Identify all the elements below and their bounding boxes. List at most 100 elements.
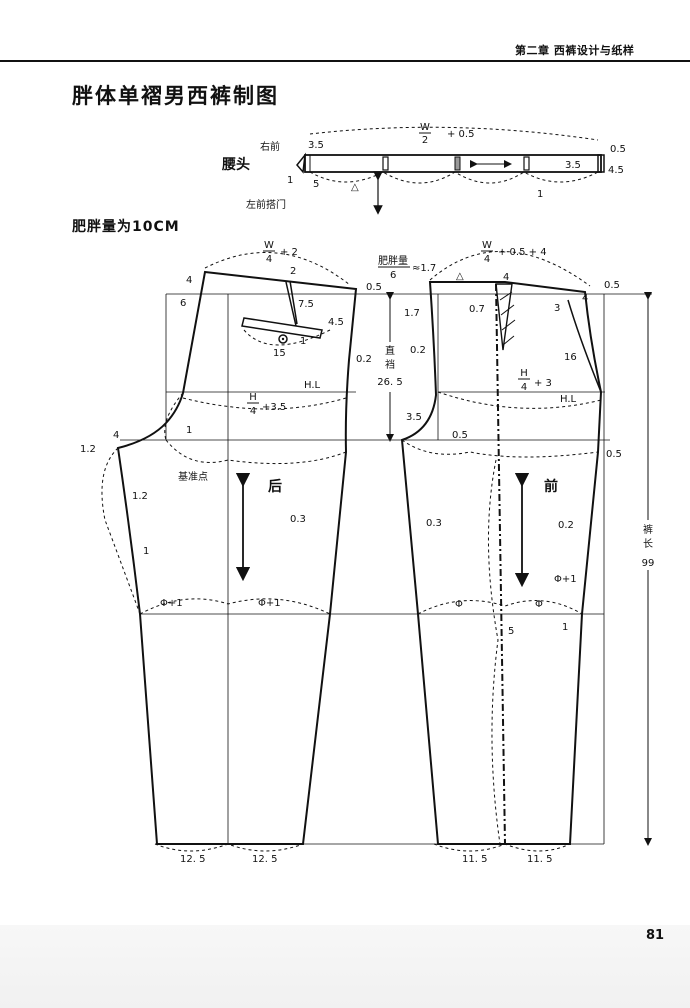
svg-text:6: 6 [180, 298, 186, 309]
svg-text:≈1.7: ≈1.7 [412, 263, 436, 274]
svg-text:直: 直 [385, 344, 395, 357]
waistband: 腰头 W 2 + 0.5 右前 左前搭门 3.5 1 5 △ 3.5 0.5 4… [221, 122, 626, 215]
page-title: 胖体单褶男西裤制图 [72, 84, 279, 108]
svg-text:+ 2: + 2 [280, 247, 298, 258]
front-panel: 前 W 4 + 0.5 + 4 肥胖量 6 ≈1.7 H 4 + 3 H.L Φ… [378, 240, 622, 865]
svg-text:H: H [249, 392, 257, 403]
trouser-length: 裤 长 99 [634, 292, 664, 846]
svg-text:11. 5: 11. 5 [462, 854, 487, 865]
svg-text:0.5: 0.5 [610, 144, 626, 155]
crotch-depth: 直 裆 26. 5 [377, 292, 403, 442]
svg-text:0.3: 0.3 [290, 514, 306, 525]
front-title: 前 [544, 478, 558, 495]
back-pocket [241, 317, 323, 339]
svg-text:长: 长 [643, 538, 653, 550]
svg-text:4: 4 [582, 293, 588, 304]
front-pleat [495, 283, 513, 351]
svg-text:1: 1 [537, 189, 543, 200]
svg-text:0.5: 0.5 [452, 430, 468, 441]
svg-text:1.2: 1.2 [132, 491, 148, 502]
svg-text:0.3: 0.3 [426, 518, 442, 529]
page-number: 81 [646, 928, 665, 943]
svg-text:0.5: 0.5 [366, 282, 382, 293]
svg-text:7.5: 7.5 [298, 299, 314, 310]
header-rule [0, 60, 690, 62]
svg-text:4.5: 4.5 [328, 317, 344, 328]
waistband-label: 腰头 [221, 156, 250, 173]
svg-text:99: 99 [642, 558, 655, 569]
svg-text:W: W [420, 122, 430, 133]
svg-text:W: W [264, 240, 274, 251]
belt-loop [454, 156, 461, 171]
svg-text:11. 5: 11. 5 [527, 854, 552, 865]
svg-text:Φ+1: Φ+1 [160, 598, 183, 609]
svg-text:+ 0.5: + 0.5 [447, 129, 474, 140]
back-panel: 后 W 4 + 2 H 4 +3.5 H.L 基准点 Φ+1 Φ+1 12. 5… [80, 240, 382, 865]
svg-text:1: 1 [562, 622, 568, 633]
svg-text:3.5: 3.5 [308, 140, 324, 151]
svg-text:Φ+1: Φ+1 [554, 574, 577, 585]
svg-text:H: H [520, 368, 528, 379]
svg-text:4: 4 [503, 272, 509, 283]
svg-text:1: 1 [287, 175, 293, 186]
svg-text:3.5: 3.5 [406, 412, 422, 423]
svg-text:15: 15 [273, 348, 286, 359]
svg-text:1.7: 1.7 [404, 308, 420, 319]
svg-text:左前搭门: 左前搭门 [246, 198, 286, 211]
svg-text:+3.5: +3.5 [262, 402, 286, 413]
svg-text:0.2: 0.2 [356, 354, 372, 365]
svg-text:0.2: 0.2 [558, 520, 574, 531]
svg-text:1: 1 [186, 425, 192, 436]
waistband-tip [296, 152, 307, 174]
back-title: 后 [268, 478, 282, 495]
svg-text:Φ+1: Φ+1 [258, 598, 281, 609]
belt-loop [523, 156, 530, 171]
svg-text:5: 5 [508, 626, 514, 637]
svg-text:0.5: 0.5 [606, 449, 622, 460]
svg-text:裤: 裤 [643, 523, 653, 536]
svg-text:3.5: 3.5 [565, 160, 581, 171]
svg-text:2: 2 [290, 266, 296, 277]
belt-loop [382, 156, 389, 171]
svg-text:4: 4 [186, 275, 192, 286]
svg-text:2: 2 [422, 135, 428, 146]
svg-text:+ 0.5 + 4: + 0.5 + 4 [498, 247, 547, 258]
svg-text:H.L: H.L [560, 394, 577, 405]
svg-text:4: 4 [113, 430, 119, 441]
button-mark [278, 334, 288, 344]
svg-text:右前: 右前 [260, 140, 280, 153]
svg-text:4: 4 [250, 406, 256, 417]
svg-text:26. 5: 26. 5 [377, 377, 402, 388]
front-pocket-line [567, 299, 602, 393]
svg-text:12. 5: 12. 5 [252, 854, 277, 865]
svg-text:5: 5 [313, 179, 319, 190]
svg-text:0.2: 0.2 [410, 345, 426, 356]
svg-text:裆: 裆 [385, 358, 395, 371]
svg-text:Φ: Φ [535, 599, 543, 610]
page-bottom-tint [0, 925, 690, 1008]
svg-text:H.L: H.L [304, 380, 321, 391]
svg-text:0.5: 0.5 [604, 280, 620, 291]
svg-text:Φ: Φ [455, 599, 463, 610]
svg-text:基准点: 基准点 [178, 470, 208, 483]
svg-text:4: 4 [484, 254, 490, 265]
svg-text:+ 3: + 3 [534, 378, 552, 389]
svg-text:4: 4 [521, 382, 527, 393]
svg-text:1: 1 [143, 546, 149, 557]
svg-text:△: △ [456, 271, 464, 282]
svg-text:4.5: 4.5 [608, 165, 624, 176]
svg-text:16: 16 [564, 352, 577, 363]
svg-text:肥胖量: 肥胖量 [378, 255, 408, 267]
back-dart [285, 280, 298, 327]
svg-text:3: 3 [554, 303, 560, 314]
svg-text:△: △ [351, 182, 359, 193]
svg-text:6: 6 [390, 270, 396, 281]
svg-text:0.7: 0.7 [469, 304, 485, 315]
subtitle: 肥胖量为10CM [72, 219, 180, 235]
svg-text:12. 5: 12. 5 [180, 854, 205, 865]
svg-text:1: 1 [300, 336, 306, 347]
svg-text:W: W [482, 240, 492, 251]
chapter-header: 第二章 西裤设计与纸样 [515, 44, 635, 57]
crease-line [495, 283, 506, 845]
